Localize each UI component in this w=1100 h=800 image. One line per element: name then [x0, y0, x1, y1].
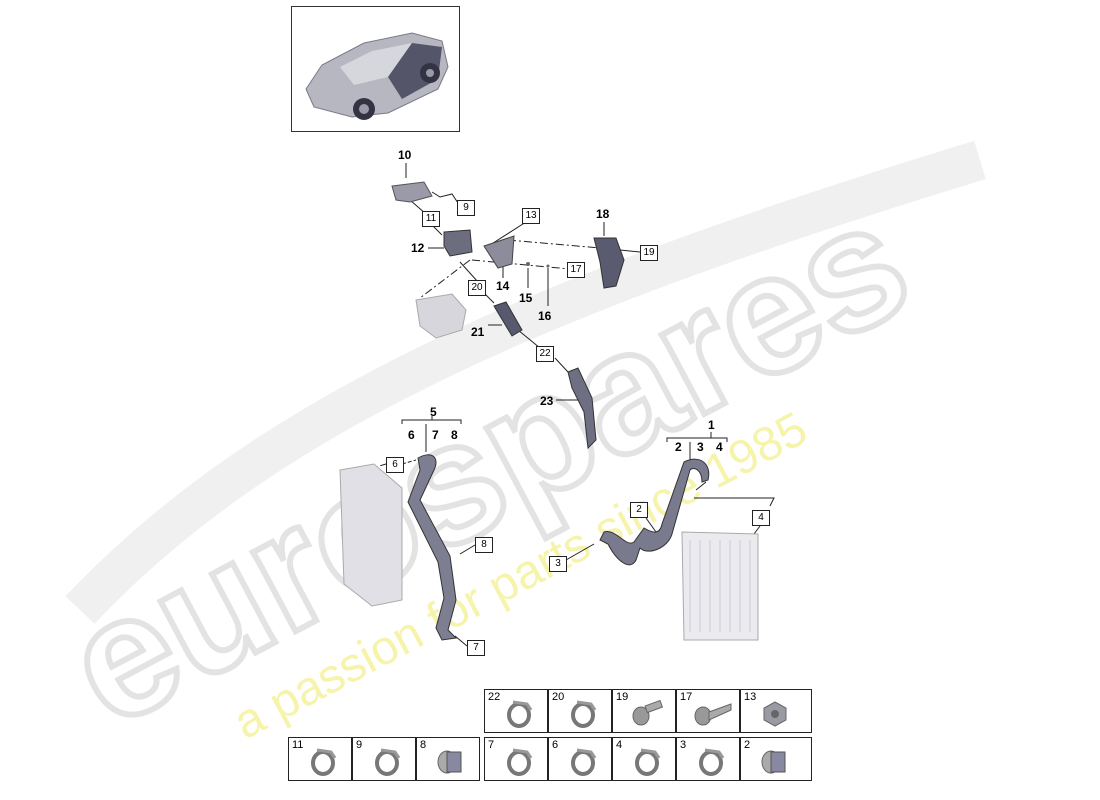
legend-cell-19: 19: [612, 689, 676, 733]
callout-21: 21: [471, 325, 485, 339]
boxed-label-22: 22: [536, 346, 554, 362]
boxed-label-9: 9: [457, 200, 475, 216]
callout-1-sub-2: 2: [675, 440, 682, 454]
legend-cell-9: 9: [352, 737, 416, 781]
boxed-label-19: 19: [640, 245, 658, 261]
legend-cell-4: 4: [612, 737, 676, 781]
callout-16: 16: [538, 309, 552, 323]
legend-cell-20: 20: [548, 689, 612, 733]
suv-vehicle-icon: [305, 32, 449, 120]
hose-clamp-icon: [571, 748, 597, 776]
legend-cell-8: 8: [416, 737, 480, 781]
legend-cell-22: 22: [484, 689, 548, 733]
hose-sleeve-icon: [437, 750, 462, 774]
boxed-label-13: 13: [522, 208, 540, 224]
callout-1-sub-3: 3: [697, 440, 704, 454]
callout-5-sub-6: 6: [408, 428, 415, 442]
hose-clamp-icon: [507, 748, 533, 776]
callout-14: 14: [496, 279, 510, 293]
callout-18: 18: [596, 207, 610, 221]
callout-12: 12: [411, 241, 425, 255]
callout-23: 23: [540, 394, 554, 408]
legend-cell-13: 13: [740, 689, 812, 733]
callout-5: 5: [430, 405, 437, 419]
boxed-label-4: 4: [752, 510, 770, 526]
flange-bolt-icon: [632, 699, 664, 726]
callout-15: 15: [519, 291, 533, 305]
self-tapping-screw-icon: [694, 703, 732, 726]
legend-cell-7: 7: [484, 737, 548, 781]
callout-5-sub-8: 8: [451, 428, 458, 442]
hose-clamp-icon: [635, 748, 661, 776]
boxed-label-3: 3: [549, 556, 567, 572]
legend-cell-11: 11: [288, 737, 352, 781]
callout-5-sub-7: 7: [432, 428, 439, 442]
hose-clamp-icon: [507, 700, 533, 728]
legend-cell-2: 2: [740, 737, 812, 781]
vehicle-thumbnail: [291, 6, 460, 132]
legend-cell-6: 6: [548, 737, 612, 781]
legend-cell-17: 17: [676, 689, 740, 733]
boxed-label-11: 11: [422, 211, 440, 227]
boxed-label-8: 8: [475, 537, 493, 553]
hose-clamp-icon: [311, 748, 337, 776]
hex-nut-icon: [763, 701, 787, 727]
boxed-label-20: 20: [468, 280, 486, 296]
callout-1-sub-4: 4: [716, 440, 723, 454]
legend-cell-3: 3: [676, 737, 740, 781]
hose-clamp-icon: [571, 700, 597, 728]
boxed-label-2: 2: [630, 502, 648, 518]
boxed-label-6: 6: [386, 457, 404, 473]
hose-clamp-icon: [375, 748, 401, 776]
callout-10: 10: [398, 148, 412, 162]
boxed-label-17: 17: [567, 262, 585, 278]
callout-1: 1: [708, 418, 715, 432]
hose-sleeve-icon: [761, 750, 786, 774]
hose-clamp-icon: [699, 748, 725, 776]
boxed-label-7: 7: [467, 640, 485, 656]
